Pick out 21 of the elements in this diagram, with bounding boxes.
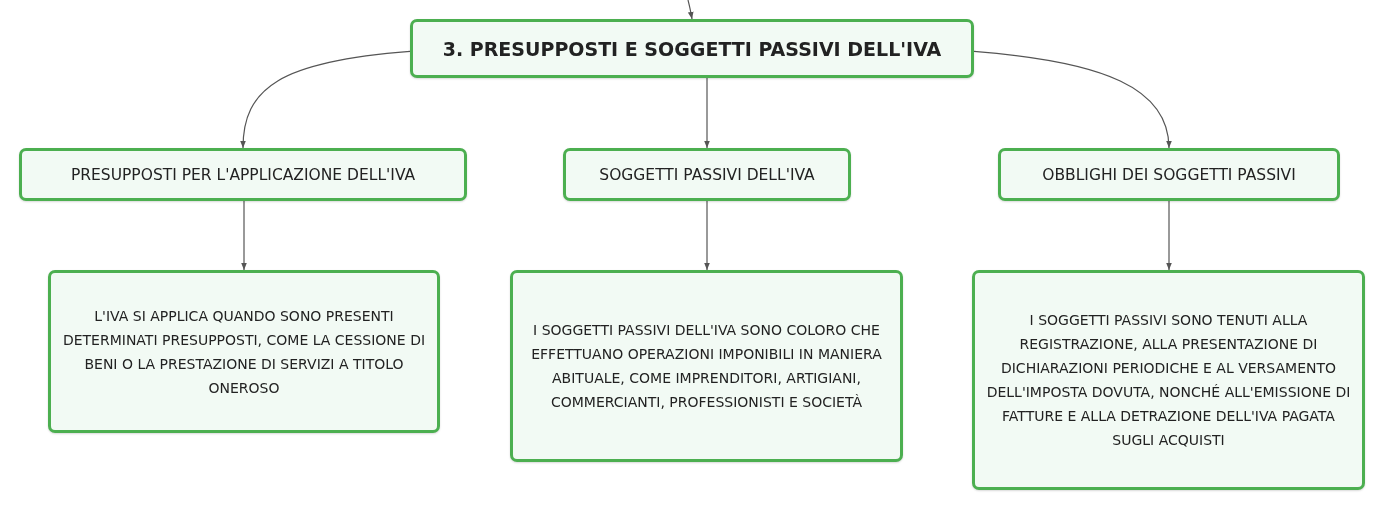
topic-box [19,148,467,201]
topic-text: SOGGETTI PASSIVI DELL'IVA [599,165,815,184]
description-text: I SOGGETTI PASSIVI DELL'IVA SONO COLORO CHE EFFETTUANO OPERAZIONI IMPONIBILI IN MANIERA ABITUALE, COME IMPRENDITORI, ARTIGIANI, COMMERCIANTI, PROFESSIONISTI E SOCIETÀ [530,321,883,412]
description-box [510,270,903,462]
topic-text: OBBLIGHI DEI SOGGETTI PASSIVI [1042,165,1296,184]
connector-arrow [973,50,1172,149]
topic-box [998,148,1340,201]
description-box [48,270,440,433]
title-text: 3. PRESUPPOSTI E SOGGETTI PASSIVI DELL'IVA [442,37,942,60]
connector-arrow [704,77,710,149]
topic-box [563,148,851,201]
connector-arrow [687,0,694,20]
connector-arrow [241,200,247,271]
description-text: I SOGGETTI PASSIVI SONO TENUTI ALLA REGISTRAZIONE, ALLA PRESENTAZIONE DI DICHIARAZIONI PERIODICHE E AL VERSAMENTO DELL'IMPOSTA DOVUTA, NONCHÉ ALL'EMISSIONE DI FATTURE E ALLA DETRAZIONE DELL'IVA PAGATA SUGLI ACQUISTI [985,311,1352,450]
title-box [410,19,974,78]
connector-arrow [1166,200,1172,271]
description-box [972,270,1365,490]
connector-arrow [240,50,411,149]
topic-text: PRESUPPOSTI PER L'APPLICAZIONE DELL'IVA [70,165,416,184]
connector-arrow [704,200,710,271]
description-text: L'IVA SI APPLICA QUANDO SONO PRESENTI DETERMINATI PRESUPPOSTI, COME LA CESSIONE DI BENI O LA PRESTAZIONE DI SERVIZI A TITOLO ONEROSO [61,306,427,398]
